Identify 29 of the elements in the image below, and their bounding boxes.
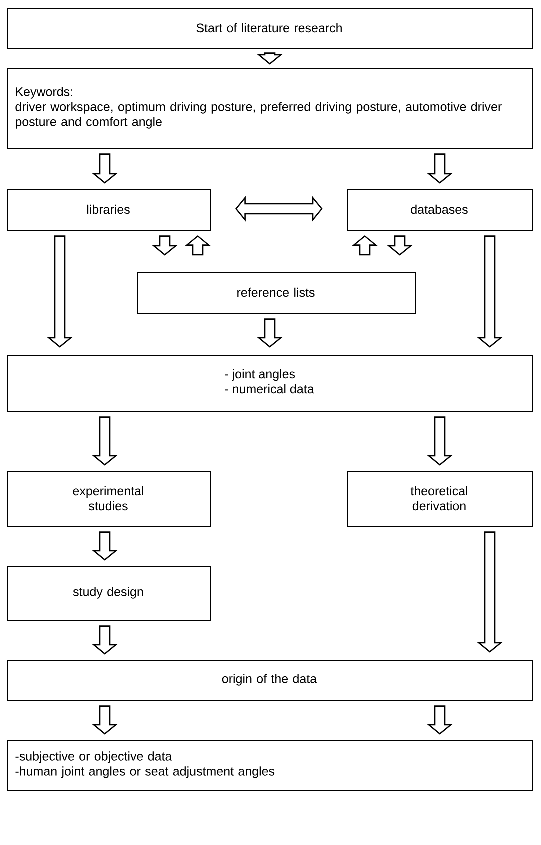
process-box: -subjective or objective data -human joint angles or seat adjustment angles xyxy=(7,740,534,792)
block-arrow xyxy=(47,236,73,348)
block-arrow xyxy=(352,235,378,256)
block-arrow xyxy=(152,236,178,256)
block-arrow xyxy=(387,236,413,256)
block-arrow xyxy=(477,236,503,348)
block-arrow xyxy=(427,706,453,735)
process-box: Keywords: driver workspace, optimum driving posture, preferred driving posture, automotive driver posture and comfort angle xyxy=(7,68,534,150)
block-arrow xyxy=(477,532,503,653)
block-arrow xyxy=(92,154,118,184)
block-arrow xyxy=(92,416,118,466)
process-box: libraries xyxy=(7,189,212,232)
process-box: origin of the data xyxy=(7,660,534,702)
process-box: - joint angles - numerical data xyxy=(7,355,534,412)
process-box: reference lists xyxy=(137,272,416,314)
block-arrow xyxy=(185,235,211,256)
process-box: study design xyxy=(7,566,212,622)
process-box: databases xyxy=(347,189,534,232)
process-box: theoretical derivation xyxy=(347,471,534,528)
block-arrow xyxy=(427,416,453,466)
process-box: Start of literature research xyxy=(7,8,534,50)
block-arrow xyxy=(257,318,283,348)
block-arrow xyxy=(427,154,453,184)
block-arrow xyxy=(92,532,118,561)
block-arrow xyxy=(92,706,118,735)
block-arrow xyxy=(257,52,283,65)
block-arrow xyxy=(235,196,323,222)
process-box: experimental studies xyxy=(7,471,212,528)
block-arrow xyxy=(92,626,118,655)
